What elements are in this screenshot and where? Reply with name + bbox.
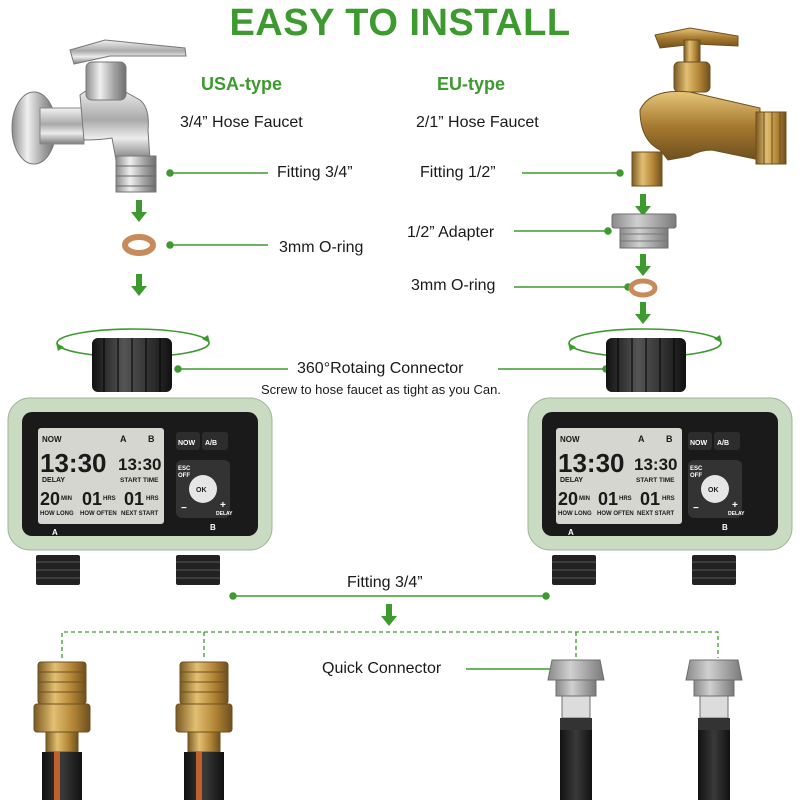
usa-oring-label: 3mm O-ring <box>279 239 364 256</box>
svg-text:A: A <box>638 434 645 444</box>
svg-text:ESC: ESC <box>178 466 191 472</box>
svg-text:A: A <box>568 528 574 537</box>
svg-text:+: + <box>732 500 738 511</box>
now-button: NOW <box>178 440 196 447</box>
svg-text:B: B <box>722 523 728 532</box>
svg-text:B: B <box>148 434 155 444</box>
timer-right-buttons: NOW A/B ESC OFF − + DELAY A B <box>568 440 745 537</box>
usa-fitting-leader-dot <box>166 169 174 177</box>
svg-text:01: 01 <box>640 489 660 509</box>
brass-hose-connector-2 <box>175 661 233 800</box>
bottom-fitting-label: Fitting 3/4” <box>347 574 423 591</box>
ab-button: A/B <box>205 440 217 447</box>
usa-oring <box>122 234 156 256</box>
quick-connector-label: Quick Connector <box>322 660 442 677</box>
svg-text:HRS: HRS <box>103 496 116 502</box>
usa-type-heading: USA-type <box>201 74 283 94</box>
svg-text:−: − <box>181 503 187 514</box>
svg-text:20: 20 <box>558 489 578 509</box>
usa-faucet-label: 3/4” Hose Faucet <box>180 114 303 131</box>
svg-text:HOW LONG: HOW LONG <box>40 511 74 517</box>
svg-text:DELAY: DELAY <box>42 477 65 484</box>
svg-text:MIN: MIN <box>579 496 590 502</box>
timer-left-buttons: NOW A/B ESC OFF − + DELAY A B <box>52 440 233 537</box>
eu-adapter-label: 1/2” Adapter <box>407 224 495 241</box>
svg-text:HOW OFTEN: HOW OFTEN <box>597 511 634 517</box>
timer-left-display: NOW A B 13:30 13:30 DELAY START TIME 20 … <box>40 434 161 517</box>
connector-title: 360°Rotaing Connector <box>297 360 464 377</box>
arrow-down-icon <box>635 194 651 216</box>
connector-note: Screw to hose faucet as tight as you Can… <box>261 382 501 397</box>
eu-fitting-label: Fitting 1/2” <box>420 164 496 181</box>
eu-adapter-leader-dot <box>604 227 612 235</box>
svg-text:DELAY: DELAY <box>560 477 583 484</box>
svg-text:DELAY: DELAY <box>216 511 233 517</box>
svg-text:13:30: 13:30 <box>118 455 161 474</box>
svg-text:NOW: NOW <box>42 435 62 444</box>
svg-text:MIN: MIN <box>61 496 72 502</box>
svg-text:HOW LONG: HOW LONG <box>558 511 592 517</box>
svg-text:B: B <box>666 434 673 444</box>
connector-leader-left-dot <box>174 365 182 373</box>
svg-text:13:30: 13:30 <box>558 448 625 478</box>
svg-text:NEXT START: NEXT START <box>121 511 159 517</box>
down-arrows <box>131 194 651 626</box>
svg-text:B: B <box>210 523 216 532</box>
eu-oring-label: 3mm O-ring <box>411 277 496 294</box>
fitting-dashed-bracket <box>61 631 719 658</box>
svg-text:HRS: HRS <box>146 496 159 502</box>
usa-oring-leader-dot <box>166 241 174 249</box>
svg-text:01: 01 <box>82 489 102 509</box>
timer-right-display: NOW A B 13:30 13:30 DELAY START TIME 20 … <box>558 434 677 517</box>
svg-text:HRS: HRS <box>662 496 675 502</box>
arrow-down-icon <box>131 274 147 296</box>
arrow-down-icon <box>131 200 147 222</box>
eu-oring <box>628 278 658 298</box>
bottom-fitting-leader-dot-right <box>542 592 550 600</box>
quick-connector-2 <box>685 659 743 800</box>
svg-text:−: − <box>693 503 699 514</box>
ok-button-right: OK <box>708 487 719 494</box>
svg-text:20: 20 <box>40 489 60 509</box>
arrow-down-icon <box>635 302 651 324</box>
svg-text:ESC: ESC <box>690 466 703 472</box>
svg-text:OFF: OFF <box>178 473 190 479</box>
svg-text:01: 01 <box>598 489 618 509</box>
svg-text:+: + <box>220 500 226 511</box>
svg-text:START TIME: START TIME <box>636 477 675 484</box>
svg-text:01: 01 <box>124 489 144 509</box>
quick-connector-1 <box>547 659 605 800</box>
bottom-fitting-leader-dot-left <box>229 592 237 600</box>
eu-adapter <box>611 213 677 249</box>
eu-faucet-label: 2/1” Hose Faucet <box>416 114 539 131</box>
eu-type-heading: EU-type <box>437 74 506 94</box>
svg-text:START TIME: START TIME <box>120 477 159 484</box>
svg-text:13:30: 13:30 <box>40 448 107 478</box>
svg-text:DELAY: DELAY <box>728 511 745 517</box>
svg-text:A/B: A/B <box>717 440 729 447</box>
eu-fitting-leader-dot <box>616 169 624 177</box>
svg-text:NOW: NOW <box>690 440 708 447</box>
brass-hose-connector-1 <box>33 661 91 800</box>
timer-right <box>527 338 793 585</box>
svg-text:A: A <box>120 434 127 444</box>
timer-left <box>7 338 273 585</box>
arrow-down-icon <box>635 254 651 276</box>
usa-chrome-faucet <box>11 39 187 193</box>
svg-text:OFF: OFF <box>690 473 702 479</box>
svg-text:13:30: 13:30 <box>634 455 677 474</box>
svg-text:A: A <box>52 528 58 537</box>
svg-text:HRS: HRS <box>619 496 632 502</box>
svg-text:HOW OFTEN: HOW OFTEN <box>80 511 117 517</box>
svg-text:NOW: NOW <box>560 435 580 444</box>
eu-brass-faucet <box>631 27 787 187</box>
ok-button-left: OK <box>196 487 207 494</box>
page-title: EASY TO INSTALL <box>229 2 571 44</box>
svg-text:NEXT START: NEXT START <box>637 511 675 517</box>
usa-fitting-label: Fitting 3/4” <box>277 164 353 181</box>
arrow-down-icon <box>381 604 397 626</box>
